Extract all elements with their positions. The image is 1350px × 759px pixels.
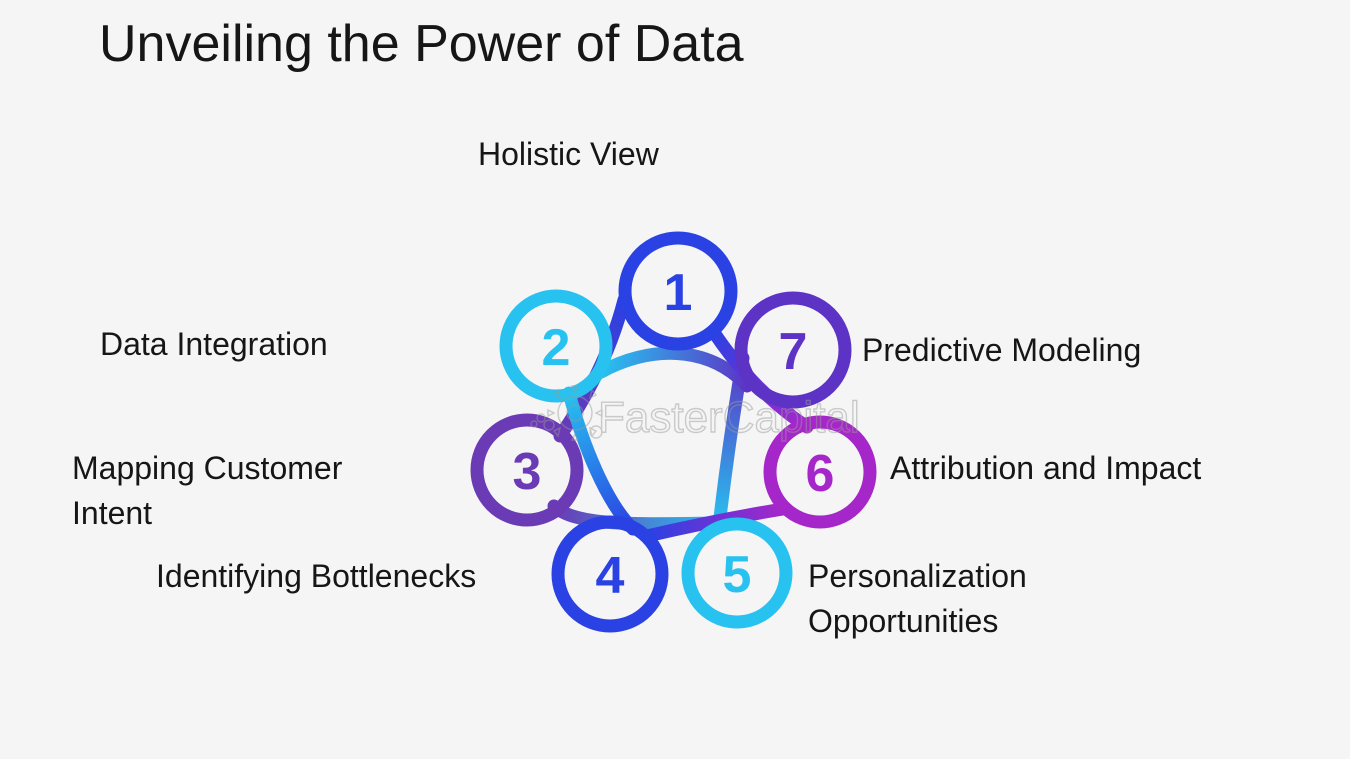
- label-holistic-view: Holistic View: [478, 136, 659, 172]
- step-circle-4: [551, 515, 669, 633]
- label-identifying-bottlenecks: Identifying Bottlenecks: [156, 558, 477, 594]
- step-circle-3: [470, 413, 584, 527]
- step-number-1: 1: [664, 264, 693, 322]
- step-circle-1: [618, 231, 738, 351]
- gear-icon: [530, 385, 603, 441]
- step-circle-2: [499, 289, 613, 403]
- connection-7-2: [594, 346, 754, 393]
- label-mapping-customer-intent: Mapping Customer Intent: [72, 450, 343, 532]
- label-personalization-opportunities: Personalization Opportunities: [808, 558, 1027, 640]
- step-number-6: 6: [806, 445, 835, 503]
- page-title: Unveiling the Power of Data: [99, 15, 744, 73]
- watermark: FasterCapital: [530, 385, 860, 443]
- step-circle-5: [681, 517, 793, 629]
- label-data-integration: Data Integration: [100, 326, 328, 362]
- step-numbers: 1 2 3 4 5 6 7: [513, 264, 835, 605]
- connection-4-6: [640, 502, 790, 543]
- step-circle-7: [734, 291, 852, 409]
- step-number-5: 5: [723, 546, 752, 604]
- step-number-3: 3: [513, 443, 542, 501]
- step-number-7: 7: [779, 323, 808, 381]
- watermark-text: FasterCapital: [598, 393, 860, 442]
- step-circle-6: [763, 415, 877, 529]
- step-number-2: 2: [542, 319, 571, 377]
- step-circles: [470, 231, 877, 633]
- step-number-4: 4: [596, 547, 625, 605]
- label-predictive-modeling: Predictive Modeling: [862, 332, 1142, 368]
- label-attribution-and-impact: Attribution and Impact: [890, 450, 1202, 486]
